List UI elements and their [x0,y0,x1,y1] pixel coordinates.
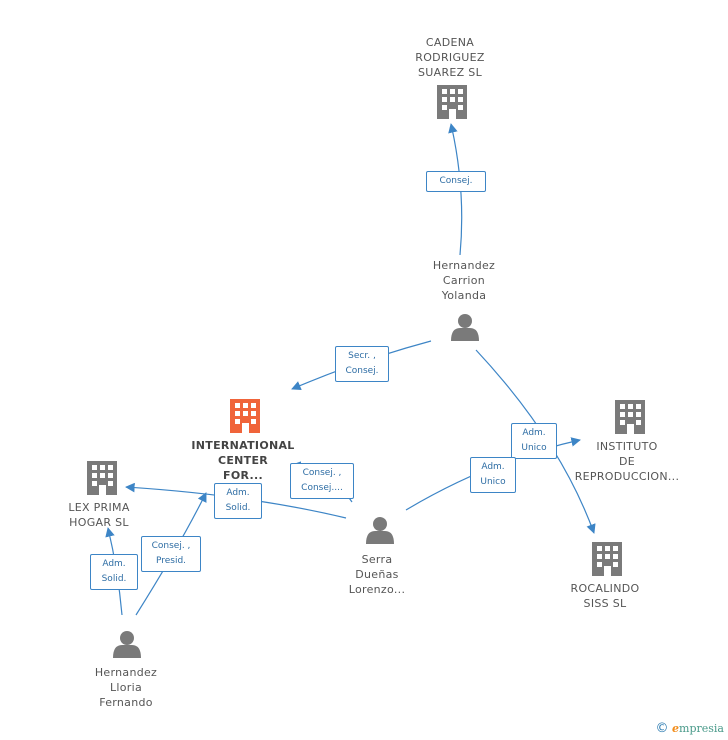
edge-label-line: Consej. [345,366,379,376]
edge-label-consej-cadena[interactable]: Consej. [426,171,486,192]
node-label-line: SISS SL [583,597,627,610]
building-icon [592,542,622,576]
building-icon [230,399,260,433]
person-icon [113,631,141,658]
node-label-rocalindo[interactable]: ROCALINDO SISS SL [560,581,650,611]
person-icon [451,314,479,341]
node-label-line: CADENA [425,36,475,49]
edge-label-secr-consej[interactable]: Secr. , Consej. [335,346,389,382]
brand-footer[interactable]: © empresia [656,721,724,736]
edge-label-adm-solid-lloria[interactable]: Adm. Solid. [90,554,138,590]
brand-initial: e [672,722,680,735]
node-label-line: INSTITUTO [596,440,658,453]
edge-label-line: Consej. , [302,468,342,478]
node-label-line: RODRIGUEZ [415,51,485,64]
node-label-line: Lorenzo... [348,583,406,596]
edge-label-adm-unico-serra[interactable]: Adm. Unico [470,457,516,493]
node-label-line: CENTER [217,454,269,467]
node-label-line: Fernando [99,696,153,709]
edge-label-line: Solid. [101,574,127,584]
node-label-instituto[interactable]: INSTITUTO DE REPRODUCCION... [570,439,684,484]
node-label-cadena[interactable]: CADENA RODRIGUEZ SUAREZ SL [402,35,498,80]
edge-label-adm-solid-serra[interactable]: Adm. Solid. [214,483,262,519]
edge-label-line: Adm. [522,428,546,438]
node-label-line: SUAREZ SL [418,66,482,79]
node-label-international[interactable]: INTERNATIONAL CENTER FOR... [184,438,302,483]
building-icon [437,85,467,119]
node-label-hernandez-lloria[interactable]: Hernandez Lloria Fernando [78,665,174,710]
edge-label-line: Presid. [155,556,187,566]
node-label-line: DE [618,455,636,468]
edge-label-line: Adm. [481,462,505,472]
node-label-lex-prima[interactable]: LEX PRIMA HOGAR SL [55,500,143,530]
edge-label-line: Unico [480,477,506,487]
node-label-line: Hernandez [432,259,496,272]
node-label-line: Hernandez [94,666,158,679]
building-icon [615,400,645,434]
building-icon [87,461,117,495]
edge-label-adm-unico-carrion[interactable]: Adm. Unico [511,423,557,459]
node-label-line: Lloria [109,681,143,694]
node-label-line: HOGAR SL [69,516,129,529]
brand-name: mpresia [679,722,724,735]
edge-label-consej-serra[interactable]: Consej. , Consej.... [290,463,354,499]
node-label-line: REPRODUCCION... [574,470,680,483]
node-label-line: Carrion [442,274,486,287]
node-label-line: Yolanda [441,289,487,302]
edge-label-line: Solid. [225,503,251,513]
node-label-line: ROCALINDO [570,582,640,595]
node-label-serra[interactable]: Serra Dueñas Lorenzo... [330,552,424,597]
node-label-line: LEX PRIMA [68,501,130,514]
person-icon [366,517,394,544]
edge-label-line: Secr. , [348,351,376,361]
node-label-hernandez-carrion[interactable]: Hernandez Carrion Yolanda [414,258,514,303]
edge-label-line: Unico [521,443,547,453]
copyright-symbol: © [655,721,669,736]
node-label-line: FOR... [223,469,263,482]
node-label-line: INTERNATIONAL [191,439,295,452]
edge-label-line: Consej.... [301,483,343,493]
edge-label-line: Consej. [439,176,473,186]
node-label-line: Dueñas [355,568,399,581]
edge-label-line: Adm. [102,559,126,569]
node-label-line: Serra [361,553,393,566]
edge-label-consej-presid[interactable]: Consej. , Presid. [141,536,201,572]
edge-label-line: Adm. [226,488,250,498]
edge-label-line: Consej. , [151,541,191,551]
